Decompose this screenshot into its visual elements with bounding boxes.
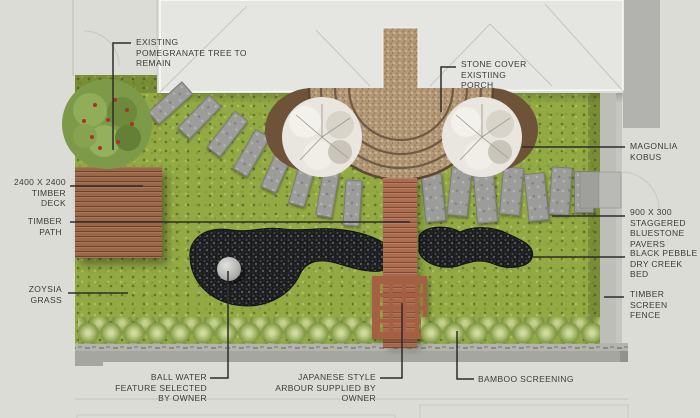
magnolia-tree-left: [282, 97, 362, 177]
label-timber-screen-fence: TIMBER SCREEN FENCE: [630, 289, 668, 320]
side-gate: [579, 171, 660, 211]
label-dry-creek-bed: BLACK PEBBLE DRY CREEK BED: [630, 248, 698, 279]
neighbour-structure: [72, 0, 158, 92]
leader-bamboo: [456, 331, 474, 380]
timber-deck: [75, 167, 162, 258]
stone-cover-walkway: [382, 27, 419, 91]
leader-ball: [210, 271, 229, 379]
dry-creek-bed-right: [418, 226, 534, 268]
ball-water-feature: [217, 257, 245, 284]
magnolia-tree-right: [442, 97, 522, 177]
bamboo-screening-right: [421, 317, 600, 344]
leader-pomegranate: [112, 42, 131, 150]
leader-stone-cover: [440, 66, 456, 112]
label-pomegranate-tree: EXISTING POMEGRANATE TREE TO REMAIN: [136, 37, 247, 68]
label-bluestone-pavers: 900 X 300 STAGGERED BLUESTONE PAVERS: [630, 207, 686, 249]
label-japanese-arbour: JAPANESE STYLE ARBOUR SUPPLIED BY OWNER: [275, 372, 376, 403]
side-driveway: [623, 0, 660, 128]
bamboo-screening-left: [78, 317, 372, 344]
label-timber-path: TIMBER PATH: [27, 216, 62, 237]
label-magnolia-kobus: MAGONLIA KOBUS: [630, 141, 678, 162]
label-bamboo-screening: BAMBOO SCREENING: [478, 374, 574, 384]
pomegranate-tree: [62, 79, 152, 169]
label-zoysia-grass: ZOYSIA GRASS: [28, 284, 62, 305]
fence-shadow: [588, 93, 600, 343]
label-stone-cover-porch: STONE COVER EXISTIING PORCH: [461, 59, 527, 90]
japanese-arbour: [372, 276, 427, 339]
roof-lines: [159, 3, 623, 93]
timber-screen-fence: [600, 93, 622, 352]
sidewalk-street: [75, 343, 629, 418]
leader-arbour: [380, 303, 403, 379]
label-timber-deck: 2400 X 2400 TIMBER DECK: [13, 177, 66, 208]
label-ball-water-feature: BALL WATER FEATURE SELECTED BY OWNER: [115, 372, 207, 403]
